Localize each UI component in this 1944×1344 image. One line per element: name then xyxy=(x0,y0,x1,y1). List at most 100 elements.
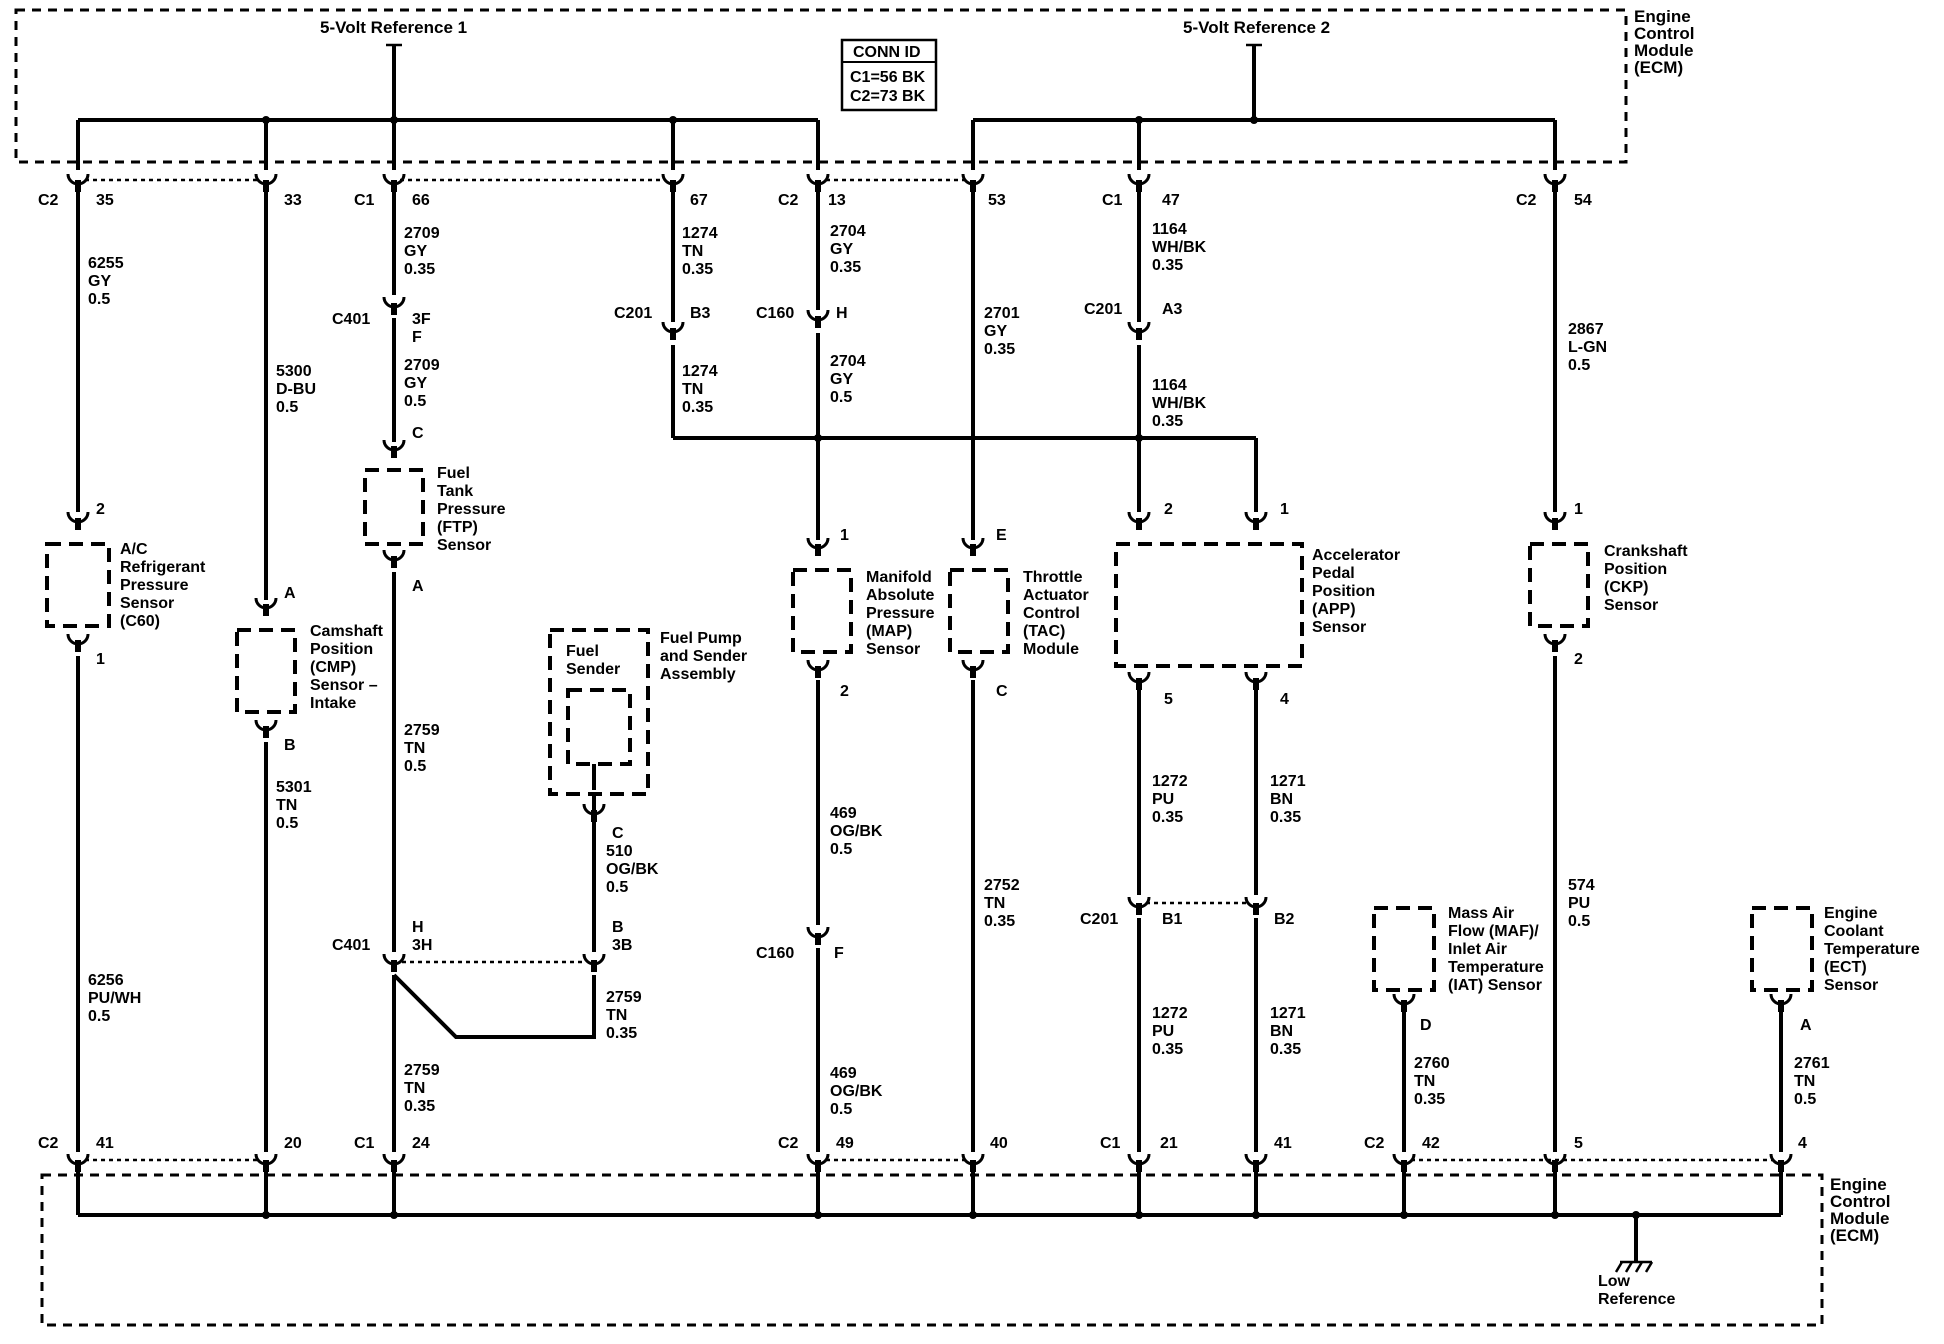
bottom-pin-cups xyxy=(66,1153,1793,1172)
svg-text:A: A xyxy=(412,578,424,595)
svg-text:66: 66 xyxy=(412,192,430,209)
top-pin-cup-stub xyxy=(815,180,821,192)
conn-id-box: CONN ID C1=56 BK C2=73 BK xyxy=(840,38,938,112)
bottom-pin-cup-stub xyxy=(1136,1160,1142,1172)
bus-drops xyxy=(76,120,1557,170)
top-pin-cup-stub xyxy=(670,180,676,192)
svg-text:C401: C401 xyxy=(332,937,370,954)
svg-text:C1: C1 xyxy=(354,1135,375,1152)
ref2-label: 5-Volt Reference 2 xyxy=(1183,18,1330,37)
svg-text:B2: B2 xyxy=(1274,911,1295,928)
component-pin-cup-stub xyxy=(970,666,976,678)
ecm-top-box xyxy=(14,8,1628,164)
inline-connector-cups xyxy=(382,296,1268,972)
svg-text:A3: A3 xyxy=(1162,301,1183,318)
svg-text:2: 2 xyxy=(840,683,849,700)
svg-text:C1: C1 xyxy=(1102,192,1123,209)
svg-text:C1: C1 xyxy=(354,192,375,209)
svg-text:B3: B3 xyxy=(690,305,711,322)
svg-text:3F: 3F xyxy=(412,311,431,328)
svg-text:C201: C201 xyxy=(1084,301,1122,318)
svg-text:A: A xyxy=(1800,1017,1812,1034)
ref1-label: 5-Volt Reference 1 xyxy=(320,18,467,37)
svg-text:47: 47 xyxy=(1162,192,1180,209)
svg-text:5: 5 xyxy=(1574,1135,1583,1152)
component-pin-cup-stub xyxy=(75,640,81,652)
svg-text:1: 1 xyxy=(1280,501,1289,518)
svg-text:4: 4 xyxy=(1280,691,1289,708)
svg-text:A: A xyxy=(284,585,296,602)
component-pin-cup-stub xyxy=(970,544,976,556)
svg-text:41: 41 xyxy=(96,1135,114,1152)
component-pin-cup-stub xyxy=(1552,518,1558,530)
component-pin-cups xyxy=(66,439,1793,1012)
component-pin-cup-stub xyxy=(263,726,269,738)
svg-text:42: 42 xyxy=(1422,1135,1440,1152)
component-pin-cup-stub xyxy=(391,556,397,568)
inline-pin-cup-stub xyxy=(1253,903,1259,915)
svg-text:C201: C201 xyxy=(614,305,652,322)
component-pin-cup-stub xyxy=(1136,518,1142,530)
bottom-pin-cup-stub xyxy=(75,1160,81,1172)
svg-text:E: E xyxy=(996,527,1007,544)
component-pin-cup-stub xyxy=(75,518,81,530)
top-pin-cup-stub xyxy=(75,180,81,192)
component-pin-cup-stub xyxy=(1253,518,1259,530)
svg-text:C2: C2 xyxy=(38,1135,59,1152)
svg-text:21: 21 xyxy=(1160,1135,1178,1152)
component-pin-cup-stub xyxy=(1401,1000,1407,1012)
inline-pin-cup-stub xyxy=(815,933,821,945)
svg-text:B: B xyxy=(612,919,624,936)
bottom-pin-cup-stub xyxy=(815,1160,821,1172)
component-pin-cup-stub xyxy=(1778,1000,1784,1012)
bottom-bus-drops xyxy=(76,1168,1783,1215)
svg-text:20: 20 xyxy=(284,1135,302,1152)
component-pin-cup-stub xyxy=(263,604,269,616)
bottom-pin-cup-stub xyxy=(1401,1160,1407,1172)
svg-text:41: 41 xyxy=(1274,1135,1292,1152)
svg-text:F: F xyxy=(834,945,844,962)
component-pin-cup-stub xyxy=(391,446,397,458)
top-pin-cup-stub xyxy=(970,180,976,192)
svg-text:1: 1 xyxy=(96,651,105,668)
bottom-pin-cup-stub xyxy=(391,1160,397,1172)
component-pin-cup-stub xyxy=(591,810,597,822)
inline-pin-cup-stub xyxy=(1136,903,1142,915)
svg-text:C2: C2 xyxy=(1364,1135,1385,1152)
svg-text:53: 53 xyxy=(988,192,1006,209)
svg-text:67: 67 xyxy=(690,192,708,209)
svg-text:1: 1 xyxy=(840,527,849,544)
svg-text:C: C xyxy=(612,825,624,842)
